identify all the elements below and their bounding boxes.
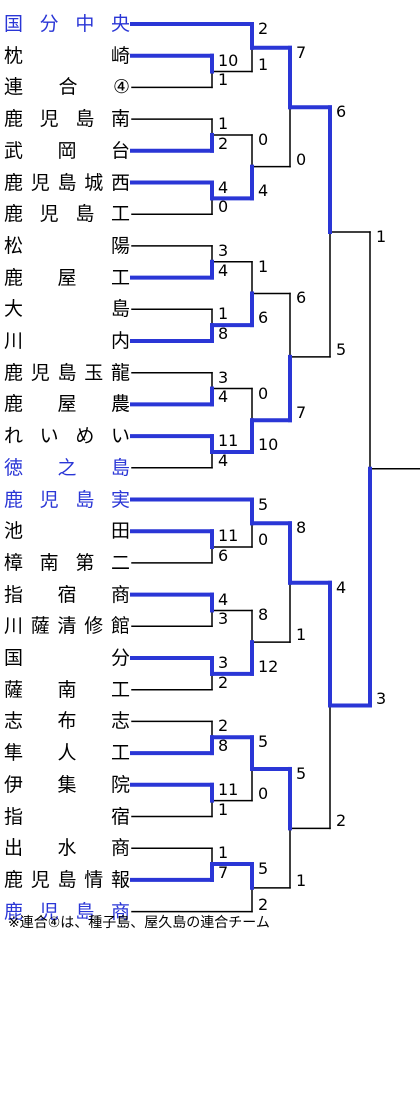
score-top: 1 [258,256,269,276]
score-bottom: 7 [218,862,229,882]
score-bottom: 0 [218,197,229,217]
team-name: 国分中央 [4,13,130,35]
team-name: 鹿児島商 [4,900,130,923]
score-top: 4 [218,589,229,609]
score-top: 1 [218,843,229,863]
score-top: 0 [258,129,269,149]
score-top: 4 [218,177,229,197]
team-name: 隼人工 [4,742,130,765]
score-bottom: 5 [336,339,347,359]
team-name: 武岡台 [4,139,130,162]
score-top: 6 [296,288,307,308]
score-top: 7 [296,42,307,62]
score-bottom: 3 [376,688,387,708]
team-name: 国分 [4,647,130,669]
team-name: 指宿 [4,805,130,828]
team-name: 枕崎 [4,44,130,67]
score-bottom: 0 [296,149,307,169]
score-bottom: 4 [258,181,269,201]
score-top: 3 [218,240,229,260]
score-top: 0 [258,383,269,403]
score-bottom: 4 [218,450,229,470]
score-top: 11 [218,526,239,546]
team-name: 鹿児島城西 [4,171,130,194]
score-top: 3 [218,367,229,387]
footnote: ※連合④は、種子島、屋久島の連合チーム [8,915,270,931]
score-top: 1 [376,227,387,247]
score-bottom: 10 [258,434,279,454]
score-top: 10 [218,50,239,70]
score-top: 8 [258,605,269,625]
score-top: 5 [258,732,269,752]
score-bottom: 3 [218,609,229,629]
score-bottom: 7 [296,403,307,423]
score-top: 3 [218,653,229,672]
team-name: 連合④ [4,76,130,99]
team-name: 出水商 [4,837,130,860]
score-bottom: 1 [296,625,307,645]
team-name: 鹿屋工 [4,266,130,289]
team-name: 徳之島 [4,456,130,479]
score-bottom: 0 [258,783,269,803]
score-bottom: 8 [218,736,229,756]
score-bottom: 6 [218,545,229,565]
score-bottom: 2 [218,133,229,153]
score-top: 4 [336,577,347,597]
score-bottom: 2 [336,811,347,831]
team-name: 鹿児島玉龍 [4,361,130,384]
score-top: 2 [218,716,229,736]
score-top: 6 [336,102,347,122]
team-name: 大島 [4,298,130,321]
team-name: 池田 [4,520,130,543]
team-name: 指宿商 [4,583,130,606]
score-bottom: 2 [218,672,229,692]
score-top: 8 [296,518,307,538]
team-name: れいめい [4,425,130,448]
team-name: 伊集院 [4,773,130,796]
score-top: 5 [258,859,269,879]
score-top: 5 [258,494,269,514]
score-top: 5 [296,763,307,783]
team-name: 鹿児島南 [4,108,130,131]
score-top: 1 [218,304,229,324]
score-bottom: 12 [258,656,279,676]
team-name: 鹿屋農 [4,393,130,416]
score-bottom: 4 [218,260,229,280]
score-bottom: 1 [258,54,269,74]
team-name: 鹿児島工 [4,203,130,226]
team-name: 志布志 [4,710,130,733]
score-bottom: 1 [218,70,229,90]
score-bottom: 4 [218,387,229,407]
team-name: 川内 [4,330,130,352]
score-bottom: 1 [296,870,307,890]
team-name: 薩南工 [4,678,130,701]
score-top: 2 [258,19,269,38]
score-top: 11 [218,431,239,451]
score-top: 1 [218,114,229,134]
team-name: 樟南第二 [4,551,130,574]
score-bottom: 2 [258,894,269,914]
score-bottom: 1 [218,799,229,819]
team-name: 鹿児島実 [4,488,130,511]
score-bottom: 6 [258,308,269,328]
team-name: 鹿児島情報 [4,868,130,891]
team-name: 川薩清修館 [4,615,130,638]
score-top: 11 [218,779,239,799]
score-bottom: 8 [218,324,229,343]
team-name: 松陽 [4,234,130,257]
score-bottom: 0 [258,530,269,550]
